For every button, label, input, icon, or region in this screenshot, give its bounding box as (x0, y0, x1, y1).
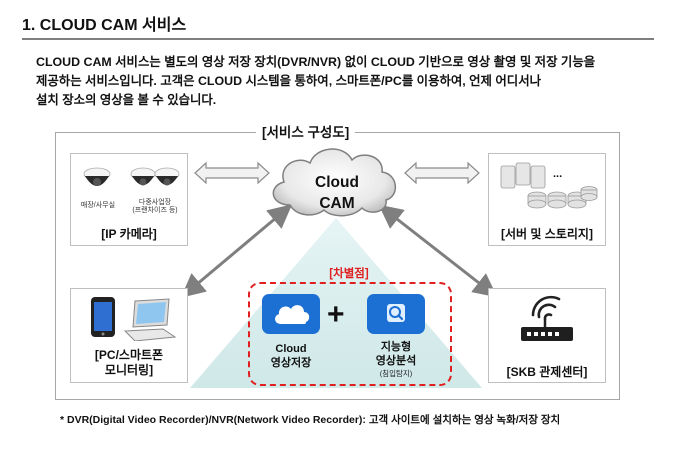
pc-monitoring-label: [PC/스마트폰 모니터링] (71, 348, 187, 378)
video-analysis-tile (367, 294, 425, 334)
description: CLOUD CAM 서비스는 별도의 영상 저장 장치(DVR/NVR) 없이 … (36, 53, 656, 110)
camera-caption-multi-line2: (프랜차이즈 등) (132, 207, 178, 214)
server-storage-icon (500, 162, 598, 209)
arrow-cloud-server (404, 161, 480, 185)
description-line-3: 설치 장소의 영상을 볼 수 있습니다. (36, 93, 217, 107)
video-analysis-line1: 지능형 (380, 341, 412, 353)
ip-camera-box: 매장/사무실 다중사업장 (프랜차이즈 등) [IP 카메라] (70, 153, 188, 246)
skb-control-box: [SKB 관제센터] (488, 288, 606, 383)
video-analysis-label: 지능형 영상분석 (360, 340, 432, 368)
cloud-label-line1: Cloud (315, 174, 359, 191)
cloud-storage-line2: 영상저장 (270, 357, 312, 369)
footnote: * DVR(Digital Video Recorder)/NVR(Networ… (60, 414, 561, 426)
camera-icon (83, 167, 180, 186)
server-ellipsis: ... (553, 168, 563, 180)
cloud-icon (275, 305, 310, 324)
differentiation-box (248, 282, 452, 386)
differentiation-label: [차별점] (329, 268, 369, 280)
service-triangle (190, 218, 482, 388)
ip-camera-label: [IP 카메라] (101, 227, 157, 241)
server-box: ... [서버 및 스토리지] (488, 153, 606, 246)
cloud-storage-label: Cloud 영상저장 (256, 342, 326, 370)
arrow-cloud-pc (180, 204, 293, 298)
server-label: [서버 및 스토리지] (501, 227, 593, 241)
magnifier-icon (387, 304, 405, 322)
pc-smartphone-icon (91, 297, 177, 341)
description-line-2: 제공하는 서비스입니다. 고객은 CLOUD 시스템을 통하여, 스마트폰/PC… (36, 74, 541, 88)
cloud-cam-label: Cloud CAM (287, 172, 387, 214)
cloud-storage-tile (262, 294, 320, 334)
arrow-cloud-skb (378, 204, 498, 298)
cloud-label-line2: CAM (319, 195, 355, 212)
cloud-storage-line1: Cloud (275, 343, 307, 355)
pc-label-line2: 모니터링] (104, 363, 154, 377)
plus-sign: + (327, 298, 345, 331)
pc-label-line1: [PC/스마트폰 (94, 348, 164, 362)
pc-monitoring-box: [PC/스마트폰 모니터링] (70, 288, 188, 383)
router-icon (521, 295, 573, 341)
camera-caption-multi-line1: 다중사업장 (138, 199, 172, 206)
page-title: 1. CLOUD CAM 서비스 (22, 17, 187, 34)
video-analysis-line2: 영상분석 (375, 355, 417, 367)
skb-label: [SKB 관제센터] (506, 365, 588, 379)
video-analysis-sub: (침입탐지) (379, 369, 413, 378)
description-line-1: CLOUD CAM 서비스는 별도의 영상 저장 장치(DVR/NVR) 없이 … (36, 55, 596, 69)
cloud-shape (272, 148, 396, 217)
diagram-section-title: [서비스 구성도] (256, 121, 356, 141)
arrow-camera-cloud (194, 161, 270, 185)
title-divider (22, 38, 654, 40)
camera-caption-multi: 다중사업장 (프랜차이즈 등) (125, 199, 185, 215)
camera-caption-store: 매장/사무실 (80, 202, 116, 209)
